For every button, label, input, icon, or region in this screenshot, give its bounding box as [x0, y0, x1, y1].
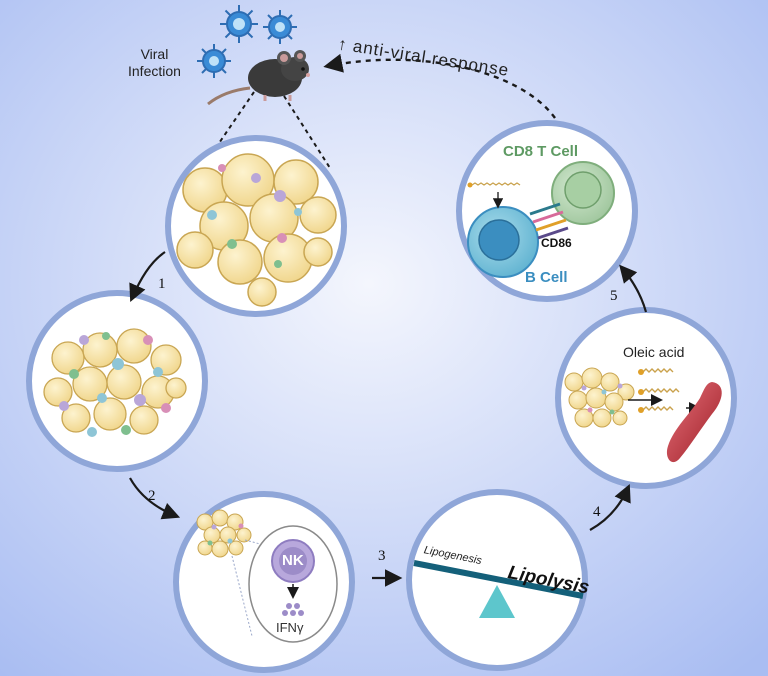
up-arrow-icon: ↑ — [336, 34, 349, 55]
cycle-arrows — [129, 251, 648, 587]
step-label-3: 3 — [378, 548, 386, 564]
inflamed-tissue-icon — [26, 290, 208, 472]
arrow-step-4 — [589, 483, 631, 531]
virus-icon — [197, 5, 297, 78]
antiviral-arrow — [323, 53, 556, 119]
step-label-1: 1 — [158, 276, 166, 292]
muscle-icon — [666, 382, 722, 463]
nk-panel — [173, 491, 355, 673]
adipose-tissue-icon — [165, 135, 347, 317]
balance-panel — [406, 489, 588, 671]
nk-cell-label: NK — [282, 552, 304, 569]
viral-infection-line1: Viral — [140, 46, 169, 62]
cd8-t-cell-label: CD8 T Cell — [503, 143, 579, 160]
zoom-line-right — [283, 95, 331, 169]
fatty-acid-icon — [642, 368, 680, 411]
step-label-2: 2 — [148, 488, 156, 504]
oleic-panel — [555, 307, 737, 489]
viral-infection-label: Viral Infection — [128, 46, 181, 80]
t-cell-icon — [551, 161, 615, 225]
arrow-step-1 — [129, 251, 166, 303]
immune-panel — [456, 120, 638, 302]
oleic-acid-label: Oleic acid — [623, 344, 685, 360]
arrow-step-5 — [619, 264, 648, 313]
mouse-icon — [207, 50, 310, 106]
cd86-label: CD86 — [541, 236, 572, 250]
step-label-5: 5 — [610, 288, 618, 304]
nk-cell-icon — [271, 539, 315, 583]
arrow-step-2 — [129, 477, 181, 520]
b-cell-icon — [467, 206, 539, 278]
ifn-gamma-label: IFNγ — [276, 620, 304, 635]
seesaw-icon — [413, 560, 584, 618]
viral-infection-line2: Infection — [128, 63, 181, 79]
b-cell-label: B Cell — [525, 269, 568, 286]
step-label-4: 4 — [593, 504, 601, 520]
